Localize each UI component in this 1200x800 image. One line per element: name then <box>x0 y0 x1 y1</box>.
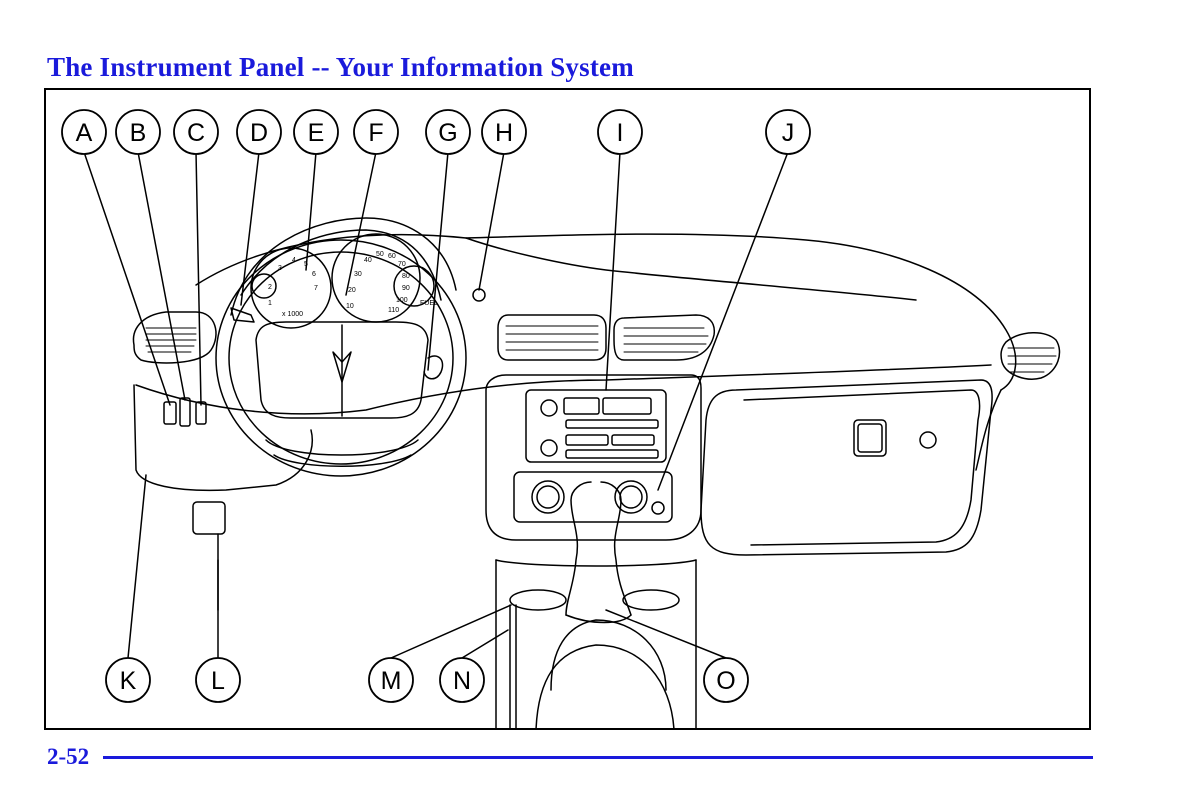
callout-circle <box>481 109 527 155</box>
callout-k: K <box>105 657 151 703</box>
speed-tick: 90 <box>402 285 410 292</box>
callout-letter: L <box>211 667 225 695</box>
callout-letter: A <box>76 119 93 147</box>
callout-circle <box>293 109 339 155</box>
callout-c: C <box>173 109 219 155</box>
tach-tick: 6 <box>312 271 316 278</box>
page-number: 2-52 <box>47 744 90 769</box>
callout-g: G <box>425 109 471 155</box>
callout-circle <box>173 109 219 155</box>
tach-tick: 1 <box>268 300 272 307</box>
speed-tick: 30 <box>354 271 362 278</box>
callout-circle <box>597 109 643 155</box>
callout-b: B <box>115 109 161 155</box>
callout-a: A <box>61 109 107 155</box>
footer-rule <box>103 756 1093 759</box>
callout-m: M <box>368 657 414 703</box>
callout-circle <box>236 109 282 155</box>
callout-letter: H <box>495 119 513 147</box>
callout-letter: O <box>716 667 735 695</box>
callout-circle <box>765 109 811 155</box>
callout-f: F <box>353 109 399 155</box>
tach-unit: x 1000 <box>282 311 303 318</box>
speed-tick: 50 <box>376 251 384 258</box>
instrument-panel-diagram: 1 2 3 4 5 6 7 x 1000 10 20 30 40 50 60 7… <box>61 109 1061 728</box>
callout-letter: J <box>782 119 795 147</box>
callout-circle <box>703 657 749 703</box>
fuel-label: FUEL <box>420 300 438 307</box>
speed-tick: 100 <box>396 297 408 304</box>
callout-circle <box>105 657 151 703</box>
callout-n: N <box>439 657 485 703</box>
callout-letter: G <box>438 119 457 147</box>
callout-l: L <box>195 657 241 703</box>
callout-letter: K <box>120 667 137 695</box>
callout-o: O <box>703 657 749 703</box>
speed-tick: 110 <box>388 307 399 314</box>
tach-tick: 7 <box>314 285 318 292</box>
speed-tick: 40 <box>364 257 372 264</box>
callout-e: E <box>293 109 339 155</box>
callout-j: J <box>765 109 811 155</box>
speed-tick: 70 <box>398 261 406 268</box>
callout-circle <box>368 657 414 703</box>
callout-circle <box>425 109 471 155</box>
callout-circle <box>115 109 161 155</box>
callout-circle <box>61 109 107 155</box>
callout-letter: F <box>368 119 383 147</box>
callout-letter: C <box>187 119 205 147</box>
callout-letter: I <box>617 119 624 147</box>
callout-letter: D <box>250 119 268 147</box>
speed-tick: 20 <box>348 287 356 294</box>
callout-circle <box>353 109 399 155</box>
callout-letter: E <box>308 119 325 147</box>
callout-circle <box>439 657 485 703</box>
callout-h: H <box>481 109 527 155</box>
callout-letter: B <box>130 119 147 147</box>
speed-tick: 60 <box>388 253 396 260</box>
tach-tick: 3 <box>278 265 282 272</box>
page-title: The Instrument Panel -- Your Information… <box>47 52 634 82</box>
callout-i: I <box>597 109 643 155</box>
callout-letter: M <box>381 667 402 695</box>
callout-letter: N <box>453 667 471 695</box>
instrument-panel-figure: 1 2 3 4 5 6 7 x 1000 10 20 30 40 50 60 7… <box>44 88 1091 730</box>
callout-circle <box>195 657 241 703</box>
speed-tick: 80 <box>402 273 410 280</box>
tach-tick: 2 <box>268 284 272 291</box>
callout-d: D <box>236 109 282 155</box>
speed-tick: 10 <box>346 303 354 310</box>
tach-tick: 4 <box>292 257 296 264</box>
